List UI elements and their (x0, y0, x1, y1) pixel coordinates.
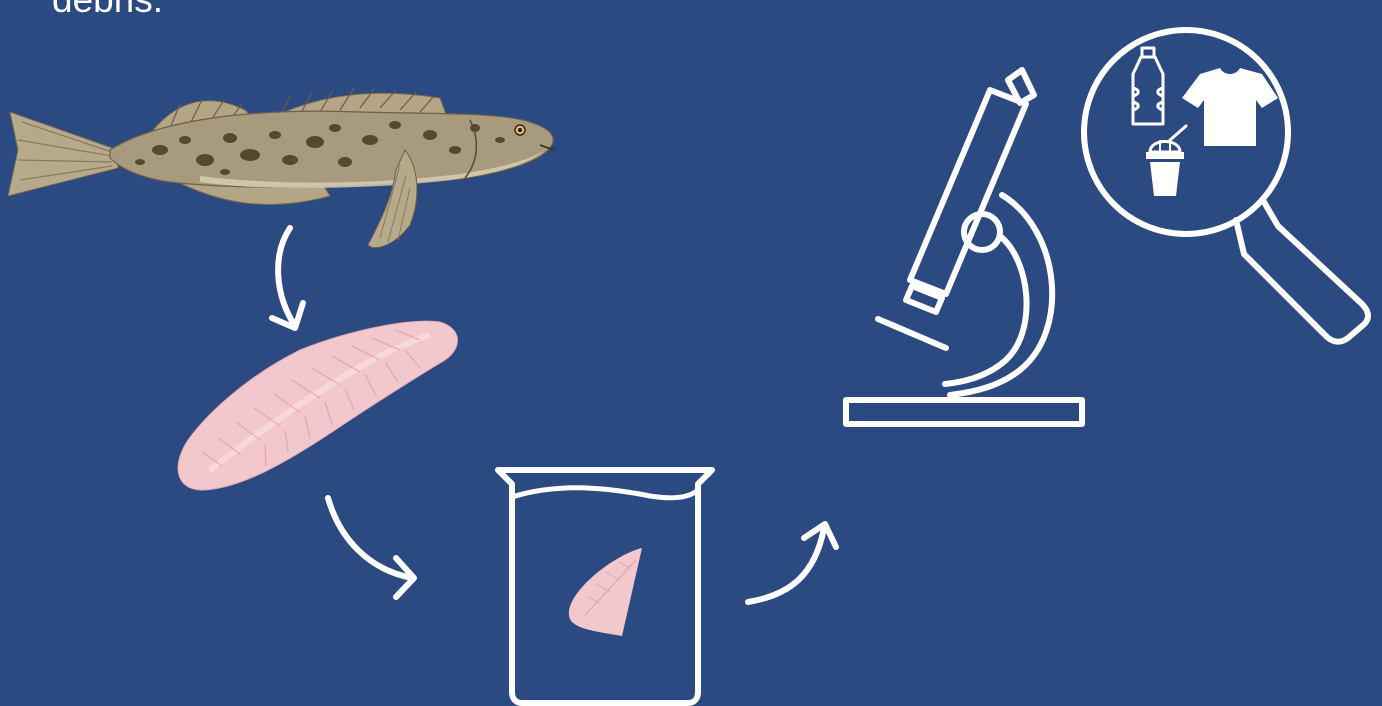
microscope-base (846, 400, 1082, 424)
microscope-tube (910, 90, 1026, 294)
arrow-fish-to-fillet (272, 228, 303, 328)
arrow-fillet-to-beaker (328, 498, 414, 597)
microscope-icon (846, 70, 1082, 424)
magnifier-handle (1236, 202, 1368, 342)
drink-cup-with-straw-icon (1146, 126, 1186, 196)
plastic-bottle-icon (1133, 48, 1163, 124)
arrow-beaker-to-microscope (748, 524, 836, 602)
whole-fish-illustration (8, 88, 555, 248)
beaker-icon (498, 470, 712, 703)
fillet-sample (569, 548, 642, 636)
magnifying-glass-icon (1084, 30, 1368, 342)
t-shirt-icon (1182, 68, 1278, 146)
microscope-stage (878, 319, 946, 348)
beaker-liquid-line (512, 488, 698, 498)
fish-fillet-illustration (178, 321, 457, 490)
